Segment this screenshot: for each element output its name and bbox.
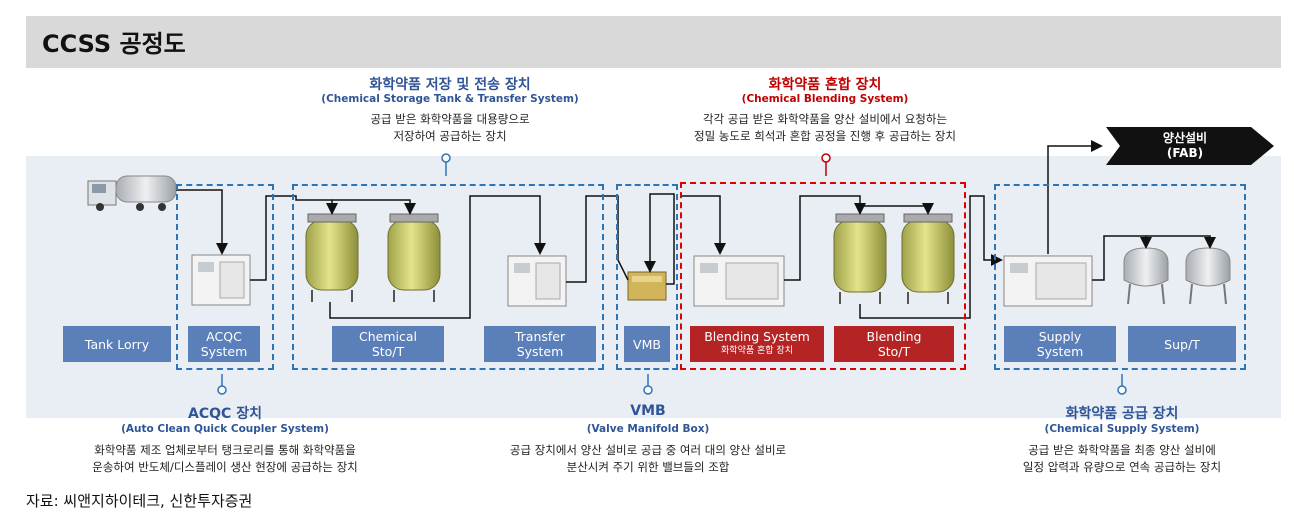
acqc-label-line2: System: [200, 344, 248, 359]
acqc-title: ACQC 장치: [188, 406, 262, 422]
supply-desc-line2: 일정 압력과 유량으로 연속 공급하는 장치: [1022, 460, 1222, 474]
blending-desc-line2: 정밀 농도로 희석과 혼합 공정을 진행 후 공급하는 장치: [693, 129, 956, 143]
acqc-desc: 화학약품 제조 업체로부터 탱크로리를 통해 화학약품을 운송하여 반도체/디스…: [26, 442, 424, 476]
acqc-group: [176, 184, 274, 370]
supt-label: Sup/T: [1128, 326, 1236, 362]
page-title: CCSS 공정도: [42, 30, 186, 58]
blending-sto-label: Blending Sto/T: [834, 326, 954, 362]
vmb-desc-line2: 분산시켜 주기 위한 밸브들의 조합: [566, 460, 730, 474]
blending-cabinet-icon: [693, 255, 785, 307]
storage-desc-line1: 공급 받은 화학약품을 대용량으로: [370, 112, 530, 126]
acqc-pin-icon: [217, 374, 227, 395]
fab-label-line2: (FAB): [1166, 146, 1204, 160]
blending-desc: 각각 공급 받은 화학약품을 양산 설비에서 요청하는 정밀 농도로 희석과 혼…: [620, 111, 1030, 145]
acqc-subtitle: (Auto Clean Quick Coupler System): [121, 423, 329, 435]
tank-lorry-icon: [87, 175, 177, 211]
acqc-label-line1: ACQC: [206, 329, 242, 344]
supply-desc: 공급 받은 화학약품을 최종 양산 설비에 일정 압력과 유량으로 연속 공급하…: [960, 442, 1284, 476]
acqc-desc-line1: 화학약품 제조 업체로부터 탱크로리를 통해 화학약품을: [94, 443, 356, 457]
supply-tank-icon: [1185, 247, 1231, 305]
acqc-system-label: ACQC System: [188, 326, 260, 362]
flow-lines: [176, 140, 1216, 319]
vmb-group: [616, 184, 678, 370]
blending-system-line1: Blending System: [704, 329, 810, 344]
supply-pin-icon: [1117, 374, 1127, 395]
vmb-title: VMB: [630, 403, 666, 419]
acqc-cabinet-icon: [191, 254, 251, 306]
blending-pin-icon: [821, 153, 831, 176]
acqc-desc-line2: 운송하여 반도체/디스플레이 생산 현장에 공급하는 장치: [92, 460, 358, 474]
vmb-pin-icon: [643, 374, 653, 395]
header-bar: CCSS 공정도: [26, 16, 1281, 68]
chemical-label-line2: Sto/T: [371, 344, 405, 359]
supt-label-text: Sup/T: [1164, 336, 1200, 352]
fab-arrow-shape: [1106, 127, 1274, 165]
blending-sto-line2: Sto/T: [877, 344, 911, 359]
chemical-tank-icon: [387, 213, 441, 302]
source-note: 자료: 씨앤지하이테크, 신한투자증권: [26, 492, 253, 510]
supply-label-line2: System: [1036, 344, 1084, 359]
storage-pin-icon: [441, 153, 451, 176]
blending-system-line2: 화학약품 혼합 장치: [721, 346, 793, 356]
chemical-tank-icon: [305, 213, 359, 302]
supply-subtitle: (Chemical Supply System): [1044, 423, 1200, 435]
blending-system-label: Blending System 화학약품 혼합 장치: [690, 326, 824, 362]
vmb-desc-line1: 공급 장치에서 양산 설비로 공급 중 여러 대의 양산 설비로: [509, 443, 787, 457]
transfer-label-line2: System: [516, 344, 564, 359]
storage-desc: 공급 받은 화학약품을 대용량으로 저장하여 공급하는 장치: [290, 111, 610, 145]
transfer-label-line1: Transfer: [514, 329, 566, 344]
storage-desc-line2: 저장하여 공급하는 장치: [393, 129, 507, 143]
vmb-label-text: VMB: [633, 336, 661, 352]
supply-cabinet-icon: [1003, 255, 1093, 307]
blending-group: [680, 182, 966, 370]
fab-label-line1: 양산설비: [1162, 131, 1208, 145]
blending-desc-line1: 각각 공급 받은 화학약품을 양산 설비에서 요청하는: [702, 112, 948, 126]
chemical-label-line1: Chemical: [359, 329, 417, 344]
fab-label: 양산설비 (FAB): [1130, 131, 1240, 161]
supply-title: 화학약품 공급 장치: [1065, 406, 1179, 422]
supply-tank-icon: [1123, 247, 1169, 305]
vmb-desc: 공급 장치에서 양산 설비로 공급 중 여러 대의 양산 설비로 분산시켜 주기…: [440, 442, 856, 476]
supply-desc-line1: 공급 받은 화학약품을 최종 양산 설비에: [1028, 443, 1216, 457]
tank-lorry-text: Tank Lorry: [84, 336, 150, 352]
blending-tank-icon: [901, 213, 955, 304]
transfer-cabinet-icon: [507, 255, 567, 307]
blending-sto-line1: Blending: [866, 329, 922, 344]
vmb-label: VMB: [624, 326, 670, 362]
vmb-box-icon: [627, 271, 667, 301]
supply-group: [994, 184, 1246, 370]
vmb-subtitle: (Valve Manifold Box): [586, 423, 710, 435]
chemical-sto-label: Chemical Sto/T: [332, 326, 444, 362]
transfer-system-label: Transfer System: [484, 326, 596, 362]
supply-label-line1: Supply: [1038, 329, 1082, 344]
tank-lorry-label: Tank Lorry: [63, 326, 171, 362]
blending-title: 화학약품 혼합 장치: [768, 77, 882, 93]
storage-subtitle: (Chemical Storage Tank & Transfer System…: [321, 93, 579, 105]
storage-group: [292, 184, 604, 370]
supply-system-label: Supply System: [1004, 326, 1116, 362]
blending-subtitle: (Chemical Blending System): [741, 93, 909, 105]
storage-title: 화학약품 저장 및 전송 장치: [369, 77, 531, 93]
